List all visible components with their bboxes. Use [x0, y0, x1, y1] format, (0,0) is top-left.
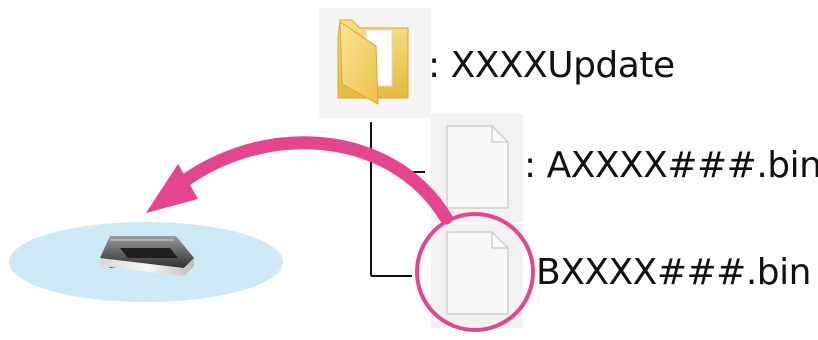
highlight-circle [415, 212, 535, 332]
copy-arrow [146, 136, 453, 225]
file-label-a: : AXXXX###.bin [524, 145, 818, 186]
file-icon [431, 114, 523, 222]
folder-icon [319, 8, 431, 118]
usb-drive-icon [100, 236, 194, 276]
file-label-b: BXXXX###.bin [536, 252, 811, 293]
folder-label: : XXXXUpdate [428, 45, 675, 86]
tree-lines [370, 122, 425, 277]
file-icon [431, 224, 523, 328]
